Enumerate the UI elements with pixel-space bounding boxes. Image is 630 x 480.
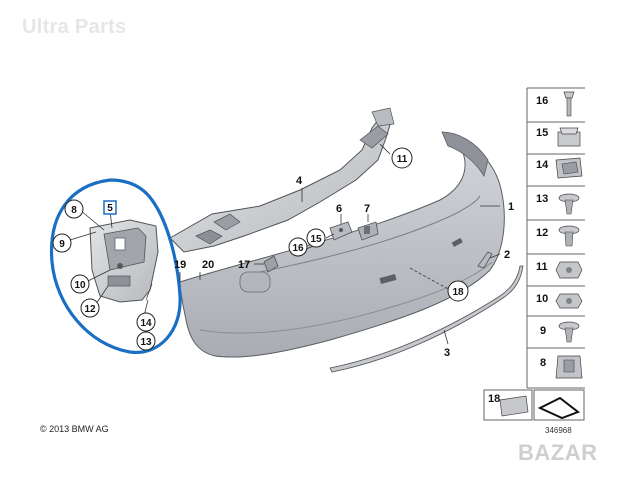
left-guide-bracket xyxy=(89,219,159,303)
expanding-rivet-icon-13 xyxy=(558,193,580,215)
parts-column-frame xyxy=(483,87,585,421)
callout-19: 19 xyxy=(174,259,186,271)
column-number-8: 8 xyxy=(540,357,546,369)
gasket-icon xyxy=(537,396,581,420)
callout-5: 5 xyxy=(107,203,113,214)
side-bracket xyxy=(477,251,493,269)
callout-6: 6 xyxy=(336,203,342,215)
callouts: 1 2 3 4 6 7 17 19 20 xyxy=(174,175,514,359)
parts-column-numbers: 16 15 14 13 12 11 10 9 8 18 xyxy=(488,95,549,405)
callout-10: 10 xyxy=(74,280,86,291)
clip-icon-18 xyxy=(499,395,529,417)
nut-icon-10 xyxy=(555,293,583,309)
callout-14: 14 xyxy=(140,318,152,329)
column-number-14: 14 xyxy=(536,159,549,171)
brand-watermark: BAZAR xyxy=(518,440,598,465)
callout-13: 13 xyxy=(140,337,152,348)
column-number-15: 15 xyxy=(536,127,548,139)
callout-4: 4 xyxy=(296,175,303,187)
watermark: Ultra Parts xyxy=(22,16,127,38)
column-number-12: 12 xyxy=(536,227,548,239)
column-number-13: 13 xyxy=(536,193,548,205)
callout-17: 17 xyxy=(238,259,250,271)
callout-15: 15 xyxy=(310,234,322,245)
column-number-11: 11 xyxy=(536,261,548,273)
screw-icon-16 xyxy=(563,91,575,117)
column-number-16: 16 xyxy=(536,95,548,107)
column-number-18: 18 xyxy=(488,393,500,405)
spring-nut-icon-14 xyxy=(555,157,583,179)
circled-callout-labels: 11 16 15 18 8 9 10 12 14 13 5 xyxy=(59,154,464,348)
expanding-rivet-icon-12 xyxy=(558,225,580,247)
bumper-carrier-rail xyxy=(169,107,395,253)
circled-callouts xyxy=(52,147,469,351)
callout-12: 12 xyxy=(84,304,96,315)
clip-nut-icon-15 xyxy=(557,127,581,147)
callout-7: 7 xyxy=(364,203,370,215)
highlight-ring xyxy=(49,178,182,354)
rear-bumper-cover xyxy=(179,131,505,358)
callout-9: 9 xyxy=(59,239,65,250)
nut-icon-11 xyxy=(555,261,583,279)
callout-1: 1 xyxy=(508,201,514,213)
callout-16: 16 xyxy=(292,243,304,254)
clip-icon-9 xyxy=(558,321,580,343)
leader-line-18 xyxy=(409,267,451,291)
callout-3: 3 xyxy=(444,347,450,359)
column-number-10: 10 xyxy=(536,293,548,305)
callout-2: 2 xyxy=(504,249,510,261)
callout-20: 20 xyxy=(202,259,214,271)
clip-part-6 xyxy=(329,221,353,241)
clip-part-7 xyxy=(357,221,379,241)
copyright-notice: © 2013 BMW AG xyxy=(40,424,109,434)
callout-11: 11 xyxy=(397,154,408,165)
trim-strip xyxy=(329,265,524,373)
column-number-9: 9 xyxy=(540,325,546,337)
callout-18: 18 xyxy=(452,287,464,298)
callout-8: 8 xyxy=(71,205,77,216)
grommet-17 xyxy=(263,255,279,273)
diagram-number: 346968 xyxy=(545,426,572,435)
clip-icon-8 xyxy=(555,355,583,379)
